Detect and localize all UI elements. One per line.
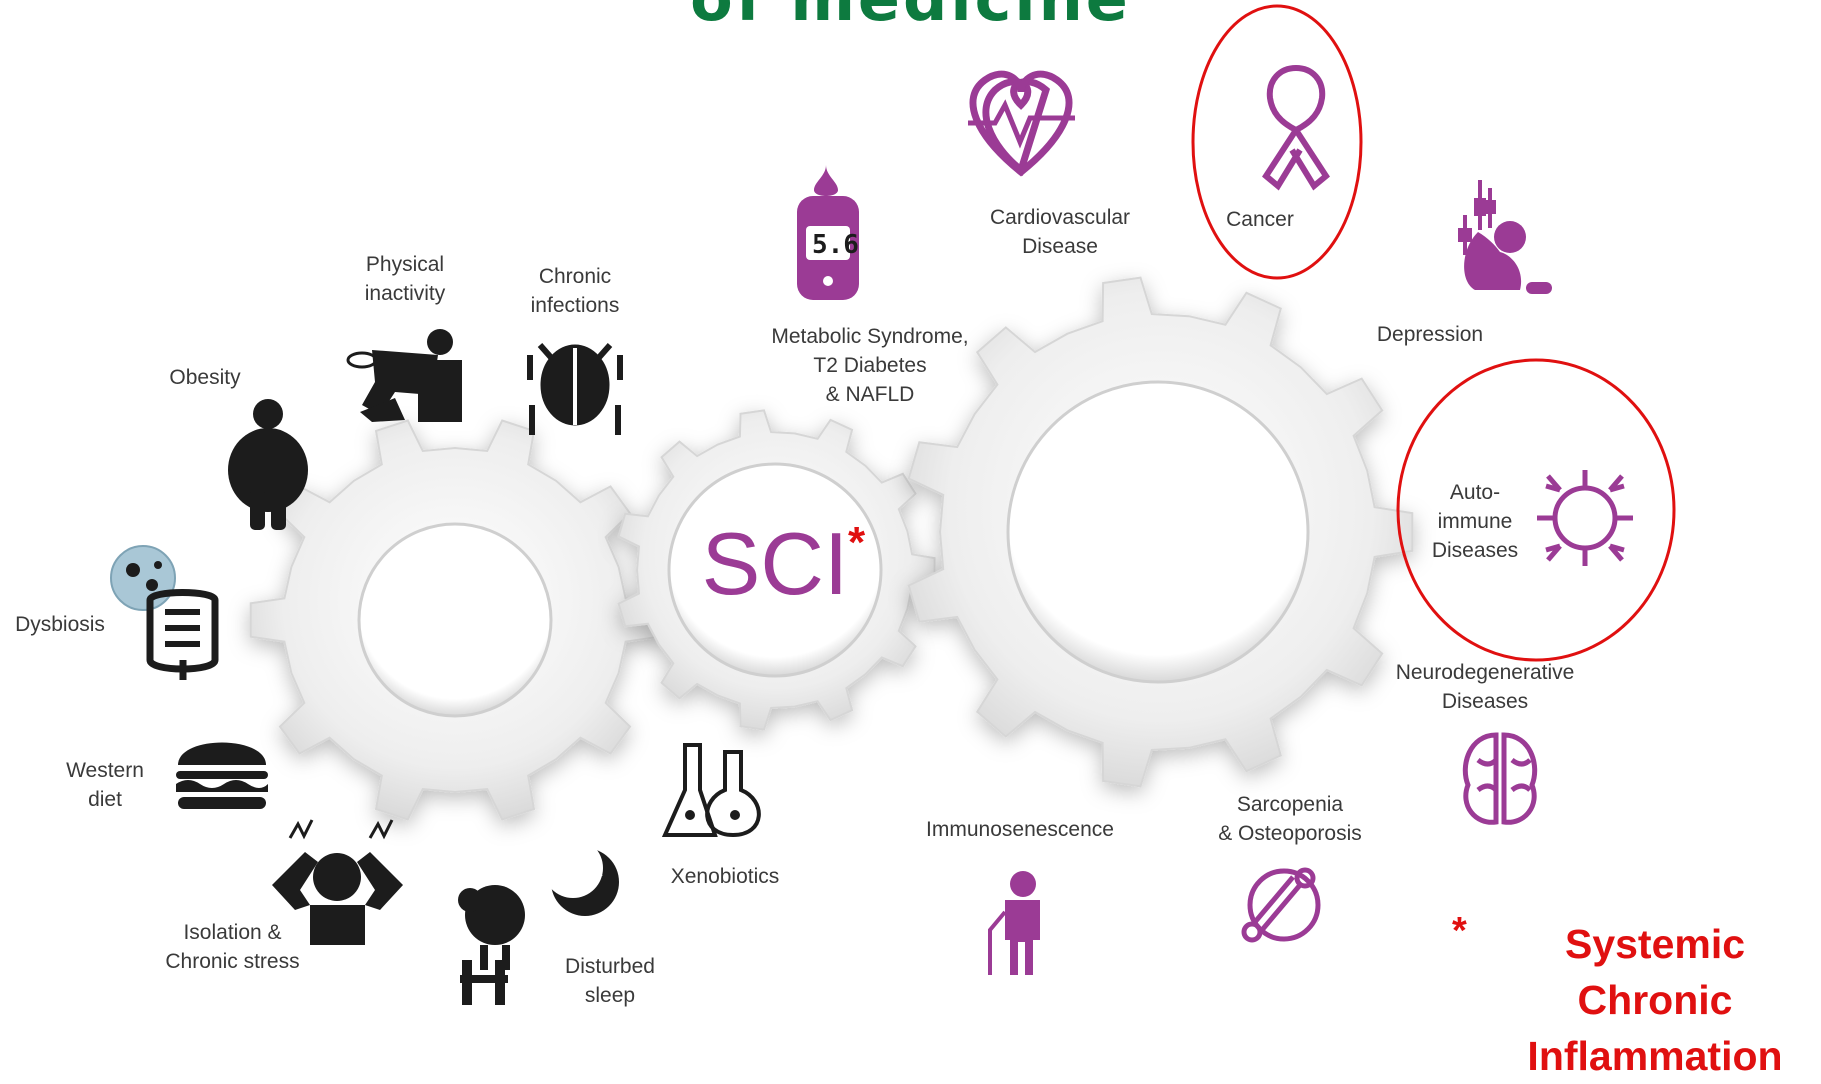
label-autoimmune-line3: Diseases [1431, 539, 1519, 562]
burger-icon [176, 742, 268, 809]
antibody-ring-icon [1537, 470, 1633, 566]
gear-right-hole [1006, 380, 1310, 684]
label-metabolic: Metabolic Syndrome, T2 Diabetes & NAFLD [745, 322, 995, 409]
sci-asterisk: * [848, 518, 866, 567]
footnote-text: Systemic Chronic Inflammation [1490, 916, 1820, 1084]
label-western-diet-line2: diet [88, 788, 122, 811]
label-isolation-stress: Isolation & Chronic stress [145, 918, 320, 976]
label-western-diet-line1: Western [66, 759, 144, 782]
dysbiosis-icon [110, 545, 219, 680]
stressed-person-icon [272, 819, 403, 945]
label-obesity: Obesity [169, 366, 241, 389]
depressed-person-icon [1458, 180, 1552, 294]
label-neurodegenerative: Neurodegenerative Diseases [1375, 658, 1595, 716]
joint-bone-icon [1241, 867, 1321, 943]
footnote-line3: Inflammation [1527, 1033, 1783, 1079]
label-cardiovascular: Cardiovascular Disease [960, 203, 1160, 261]
label-disturbed-sleep-line1: Disturbed [565, 955, 655, 978]
label-metabolic-line3: & NAFLD [825, 383, 915, 406]
glucometer-reading: 5.6 [812, 230, 859, 260]
cancer-highlight-circle [1191, 4, 1363, 280]
flasks-icon [661, 743, 761, 838]
gear-left-hole [357, 522, 553, 718]
label-cancer: Cancer [1226, 208, 1294, 231]
label-sarcopenia-line1: Sarcopenia [1236, 793, 1344, 816]
sleep-icon: z z [458, 838, 619, 1005]
glucometer-icon [797, 165, 859, 300]
label-isolation-stress-line1: Isolation & [183, 921, 282, 944]
sci-center-label: SCI [701, 514, 849, 613]
obesity-icon [228, 399, 308, 530]
label-chronic-infections: Chronic infections [510, 262, 640, 320]
label-physical-inactivity-line2: inactivity [364, 282, 446, 305]
page-title: of medicine [0, 0, 1821, 35]
elderly-person-icon [988, 871, 1040, 975]
autoimmune-highlight-circle [1396, 358, 1676, 662]
label-xenobiotics: Xenobiotics [670, 865, 780, 888]
heart-pulse-icon [968, 70, 1075, 177]
footnote-line2: Chronic [1577, 977, 1733, 1023]
label-physical-inactivity: Physical inactivity [340, 250, 470, 308]
label-sarcopenia-line2: & Osteoporosis [1218, 822, 1362, 845]
brain-icon [1462, 732, 1538, 825]
footnote-line1: Systemic [1564, 921, 1746, 967]
label-autoimmune: Auto- immune Diseases [1420, 478, 1530, 565]
gear-center-hole [667, 462, 883, 678]
label-depression: Depression [1376, 323, 1484, 346]
label-dysbiosis: Dysbiosis [15, 613, 105, 636]
label-western-diet: Western diet [55, 756, 155, 814]
couch-potato-icon [346, 329, 462, 422]
label-sarcopenia: Sarcopenia & Osteoporosis [1195, 790, 1385, 848]
bug-icon [527, 343, 623, 435]
label-chronic-infections-line1: Chronic [538, 265, 612, 288]
label-neurodegenerative-line2: Diseases [1441, 690, 1529, 713]
label-physical-inactivity-line1: Physical [365, 253, 445, 276]
label-metabolic-line2: T2 Diabetes [813, 354, 927, 377]
label-autoimmune-line1: Auto- [1449, 481, 1501, 504]
label-chronic-infections-line2: infections [530, 294, 620, 317]
label-cardiovascular-line1: Cardiovascular [989, 206, 1131, 229]
label-neurodegenerative-line1: Neurodegenerative [1395, 661, 1575, 684]
footnote-asterisk: * [1452, 910, 1467, 952]
label-metabolic-line1: Metabolic Syndrome, [771, 325, 969, 348]
ribbon-icon [1262, 64, 1330, 191]
label-isolation-stress-line2: Chronic stress [165, 950, 300, 973]
label-cardiovascular-line2: Disease [1022, 235, 1098, 258]
label-autoimmune-line2: immune [1437, 510, 1513, 533]
label-disturbed-sleep-line2: sleep [584, 984, 636, 1007]
label-disturbed-sleep: Disturbed sleep [550, 952, 670, 1010]
label-immunosenescence: Immunosenescence [926, 818, 1114, 841]
